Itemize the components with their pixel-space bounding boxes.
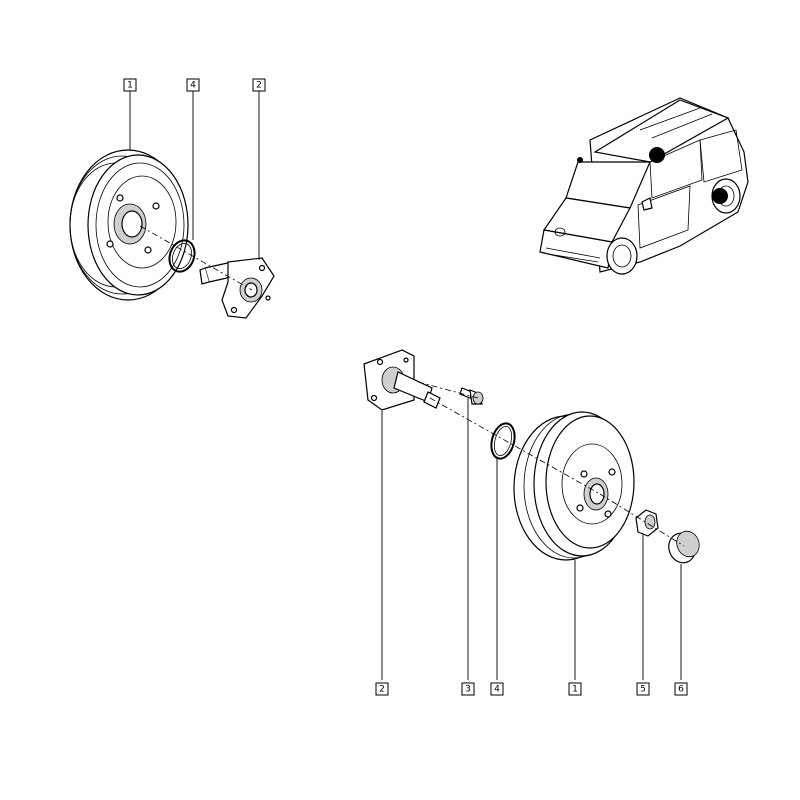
svg-text:4: 4 [190, 81, 196, 91]
stub-axle-icon [363, 349, 441, 411]
callout-4: 4 [490, 682, 504, 696]
brake-drum-icon [513, 411, 635, 561]
svg-text:1: 1 [127, 81, 133, 91]
o-ring-icon [168, 239, 196, 273]
dust-cap-icon [668, 530, 700, 564]
callout-1: 1 [568, 682, 582, 696]
svg-text:1: 1 [572, 685, 578, 695]
callout-4: 4 [186, 78, 200, 92]
callout-5: 5 [636, 682, 650, 696]
location-marker [649, 147, 665, 163]
assembly-axis [417, 381, 479, 399]
svg-text:2: 2 [379, 685, 385, 695]
hub-nut-icon [635, 509, 659, 537]
o-ring-icon [490, 422, 516, 460]
brake-drum-icon [69, 149, 189, 301]
svg-text:5: 5 [640, 685, 646, 695]
callout-2: 2 [375, 682, 389, 696]
van-location-icon [539, 97, 749, 275]
svg-text:3: 3 [465, 685, 471, 695]
bolt-icon [459, 387, 484, 405]
top-assembly: 1 4 2 [69, 78, 275, 319]
callout-6: 6 [674, 682, 688, 696]
assembly-axis [599, 493, 685, 547]
callout-3: 3 [461, 682, 475, 696]
assembly-axis [429, 397, 601, 495]
svg-text:6: 6 [678, 685, 684, 695]
assembly-axis [139, 225, 253, 291]
svg-text:2: 2 [256, 81, 262, 91]
callout-1: 1 [123, 78, 137, 92]
callout-2: 2 [252, 78, 266, 92]
svg-text:4: 4 [494, 685, 500, 695]
antenna-icon [577, 157, 583, 163]
bottom-assembly: 2 3 4 1 5 6 [363, 349, 700, 696]
stub-axle-icon [199, 257, 275, 319]
location-marker [712, 188, 728, 204]
